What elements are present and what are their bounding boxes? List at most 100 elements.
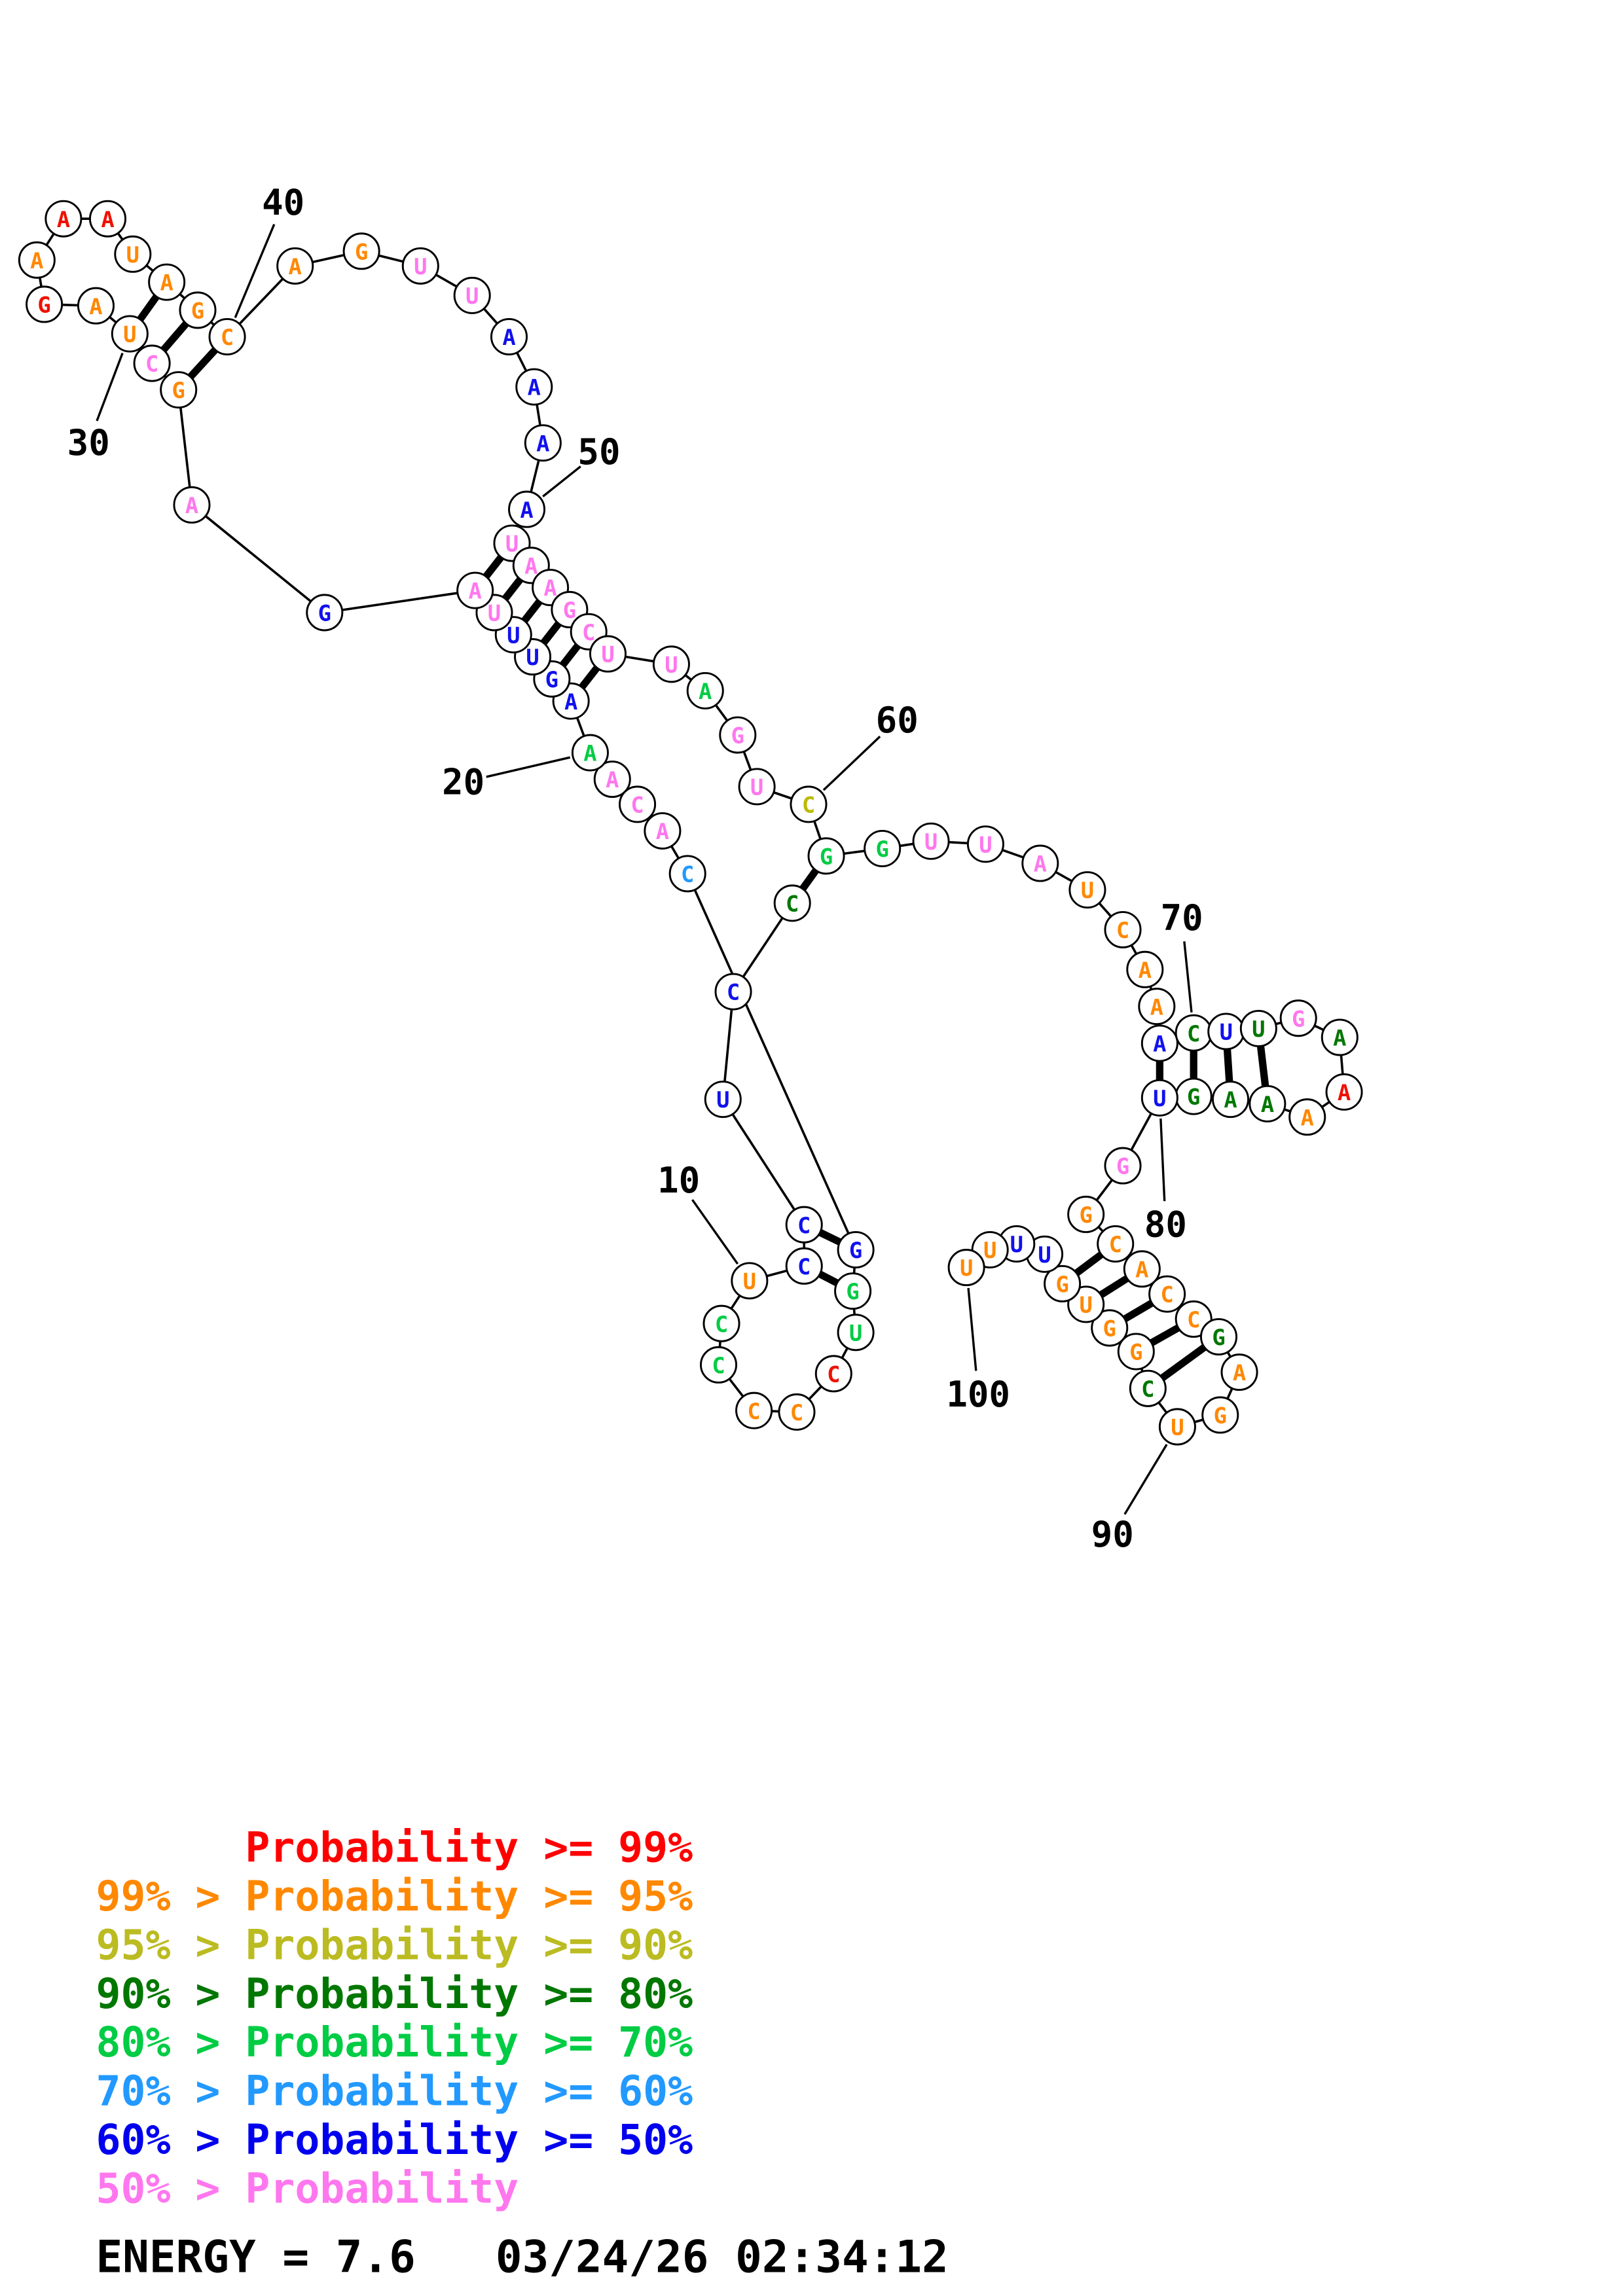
nucleotide-base: A [1150,994,1163,1020]
nucleotide-base: U [488,601,501,626]
nucleotide-circle [947,1249,985,1287]
nucleotide-base: A [89,294,102,319]
nucleotide-base: A [1224,1087,1237,1113]
nucleotide-circle [1067,1195,1105,1233]
nucleotide-circle [173,486,211,524]
nucleotide-base: A [101,207,114,232]
nucleotide-circle [814,1355,852,1393]
nucleotide-base: U [1079,1293,1092,1318]
nucleotide-circle [1199,1318,1238,1355]
nucleotide-base: G [1079,1202,1092,1228]
nucleotide-base: C [1187,1307,1200,1333]
nucleotide-circle [1091,1309,1129,1347]
nucleotide-base: C [802,793,815,818]
backbone-segment [1098,902,1112,918]
backbone-segment [742,751,752,771]
nucleotide-base: U [1153,1086,1166,1111]
legend-row: 60% > Probability >= 50% [96,2115,693,2164]
position-label-pointer [96,352,124,422]
backbone-segment [684,674,693,681]
nucleotide-base: C [582,620,595,645]
basepair-mark [579,665,600,690]
backbone-segment [1313,1024,1324,1031]
nucleotide-base: C [827,1361,840,1387]
position-label-pointer [486,756,571,778]
nucleotide-base: A [524,553,538,579]
nucleotide-circle [160,371,198,409]
nucleotide-base: A [520,497,533,523]
nucleotide-base: U [123,322,136,348]
nucleotide-circle [619,785,657,823]
nucleotide-circle [1321,1018,1359,1056]
nucleotide-base: C [1141,1376,1154,1402]
nucleotide-circle [179,291,217,329]
nucleotide-circle [864,830,902,868]
nucleotide-base: U [924,829,938,855]
backbone-segment [731,1113,796,1211]
nucleotide-circle [785,1247,823,1285]
position-label-pointer [1183,941,1193,1013]
position-label-pointer [234,224,276,319]
nucleotide-circle [1212,1081,1250,1119]
nucleotide-circle [133,344,171,382]
backbone-segment [435,274,458,288]
nucleotide-circle [1067,1285,1105,1323]
nucleotide-circle [834,1272,872,1310]
position-label: 30 [67,422,110,463]
nucleotide-base: U [1171,1415,1184,1441]
nucleotide-circle [515,368,553,406]
backbone-segment [1283,1108,1291,1113]
nucleotide-circle [1123,1250,1161,1288]
basepair-mark [818,1270,839,1287]
nucleotide-base: U [1010,1232,1023,1257]
backbone-segment [766,1269,788,1278]
backbone-segment [728,1378,744,1397]
nucleotide-circle [208,317,246,356]
position-label: 40 [262,182,304,223]
position-label-pointer [691,1199,739,1265]
backbone-segment [625,655,655,663]
nucleotide-base: G [1129,1340,1142,1365]
nucleotide-base: C [712,1353,725,1378]
nucleotide-circle [700,1346,738,1384]
nucleotide-circle [1117,1333,1155,1371]
nucleotide-base: G [191,298,204,324]
basepair-mark [560,643,581,668]
nucleotide-circle [714,973,752,1011]
backbone-segment [852,1267,856,1274]
nucleotide-circle [453,276,491,314]
nucleotide-base: G [1214,1403,1227,1429]
nucleotide-base: U [465,283,479,309]
backbone-segment [1194,1418,1204,1424]
nucleotide-circle [778,1393,816,1431]
nucleotide-circle [1129,1369,1167,1407]
legend-row: 50% > Probability [96,2164,519,2212]
nucleotide-circle [785,1206,823,1244]
backbone-segment [62,303,79,307]
nucleotide-circle [26,285,64,323]
nucleotide-base: G [355,239,368,264]
nucleotide-base: C [715,1312,728,1337]
nucleotide-base: C [797,1254,811,1280]
nucleotide-base: U [983,1238,996,1263]
nucleotide-base: G [846,1279,859,1304]
position-label: 70 [1161,897,1203,939]
nucleotide-base: G [545,667,558,692]
nucleotide-circle [571,734,609,772]
nucleotide-base: A [1153,1031,1166,1057]
nucleotide-base: C [630,793,644,818]
backbone-segment [1097,1226,1104,1232]
backbone-segment [530,459,540,493]
energy-text: ENERGY = 7.6 03/24/26 02:34:12 [96,2231,948,2282]
backbone-segment [670,845,680,859]
nucleotide-base: G [1292,1006,1305,1031]
legend-row: 80% > Probability >= 70% [96,2018,693,2066]
nucleotide-circle [1140,1079,1178,1117]
nucleotide-circle [508,490,546,528]
nucleotide-circle [524,424,562,462]
nucleotide-circle [1021,844,1059,882]
backbone-segment [813,820,822,840]
basepair-mark [1123,1299,1154,1323]
backbone-segment [843,850,866,855]
